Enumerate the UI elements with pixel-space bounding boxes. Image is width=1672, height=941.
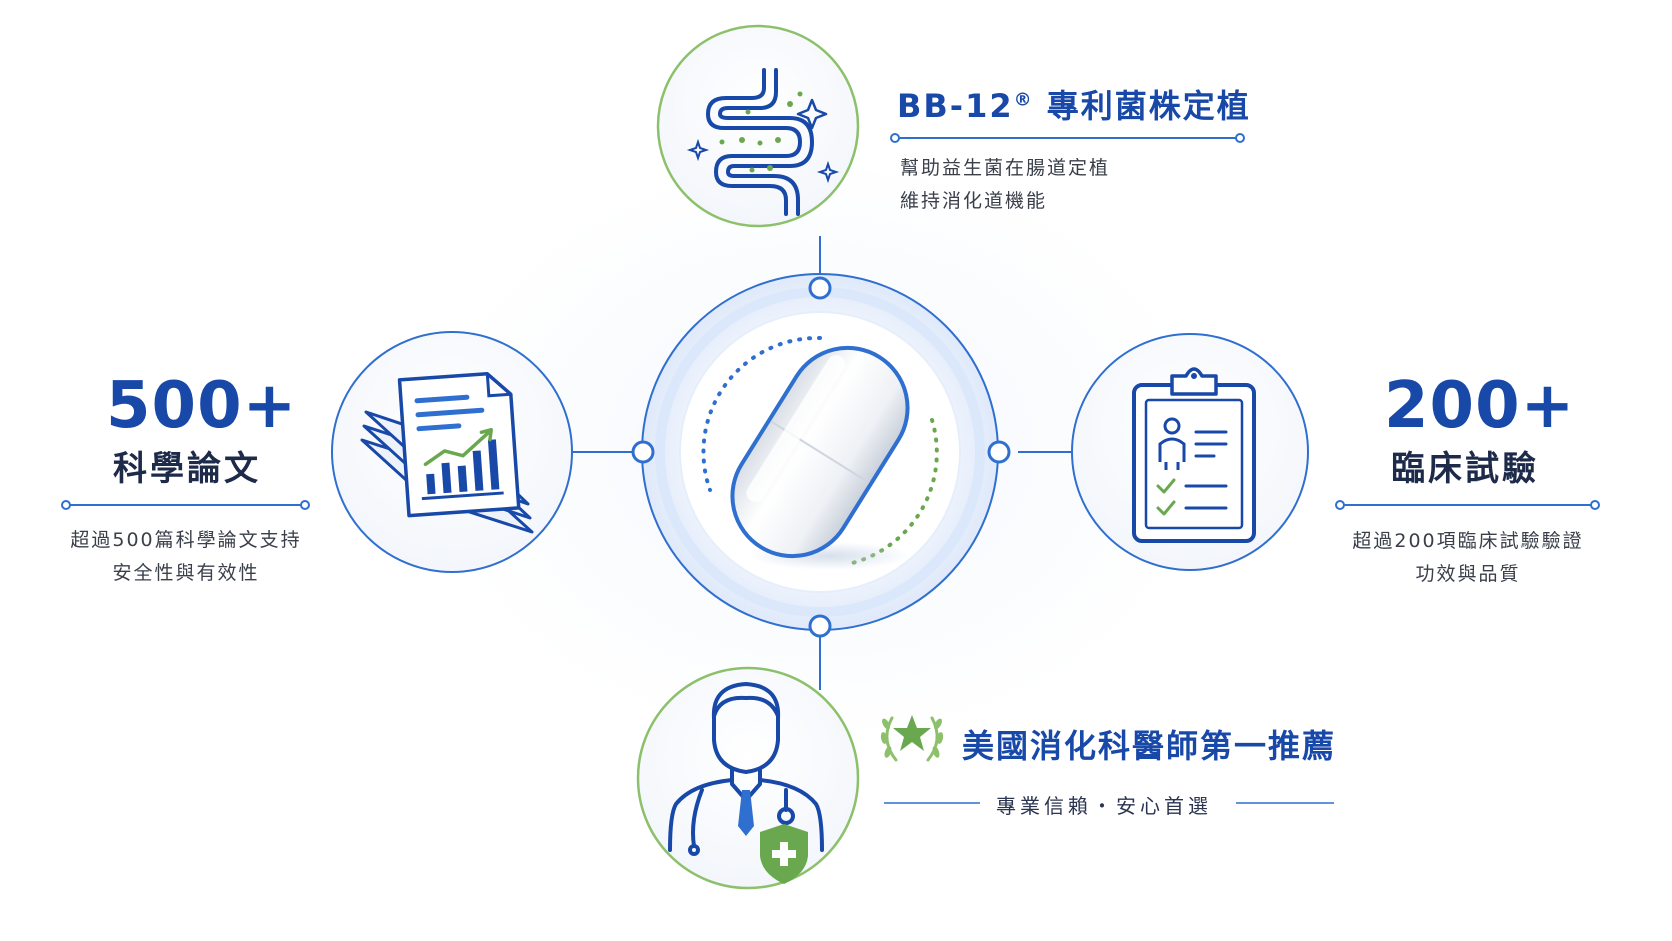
top-description: 幫助益生菌在腸道定植 維持消化道機能: [900, 152, 1110, 218]
top-title-rest: 專利菌株定植: [1033, 87, 1251, 125]
papers-desc-line-1: 超過500篇科學論文支持: [70, 529, 302, 551]
node-bottom: [808, 614, 832, 638]
papers-desc-line-2: 安全性與有效性: [112, 562, 260, 584]
papers-count: 500+: [106, 369, 298, 443]
capsule-icon: [730, 345, 910, 570]
right-underline: [1335, 500, 1600, 510]
registered-mark: ®: [1013, 89, 1034, 111]
clipboard-checklist-icon: [1071, 333, 1309, 571]
top-title-underline: [890, 133, 1245, 143]
top-title-main: BB-12: [897, 87, 1014, 125]
research-papers-chart-icon: [331, 331, 573, 573]
top-desc-line-2: 維持消化道機能: [900, 190, 1048, 212]
node-right: [987, 440, 1011, 464]
laurel-star-icon: [880, 715, 944, 762]
node-top: [808, 276, 832, 300]
doctor-icon: [636, 666, 860, 890]
dotted-arc-blue: [701, 335, 822, 492]
trials-label: 臨床試驗: [1391, 449, 1539, 489]
papers-label: 科學論文: [113, 449, 261, 489]
top-desc-line-1: 幫助益生菌在腸道定植: [900, 157, 1111, 179]
trials-description: 超過200項臨床試驗驗證 功效與品質: [1333, 525, 1603, 591]
bottom-tagline: 專業信賴・安心首選: [996, 794, 1212, 818]
left-underline: [61, 500, 310, 510]
trials-desc-line-1: 超過200項臨床試驗驗證: [1352, 530, 1584, 552]
bottom-title: 美國消化科醫師第一推薦: [962, 727, 1337, 765]
top-title: BB-12® 專利菌株定植: [897, 88, 1251, 124]
trials-desc-line-2: 功效與品質: [1415, 563, 1521, 585]
trials-count: 200+: [1384, 369, 1576, 443]
node-left: [631, 440, 655, 464]
intestine-icon: [656, 24, 860, 228]
papers-description: 超過500篇科學論文支持 安全性與有效性: [56, 524, 316, 590]
